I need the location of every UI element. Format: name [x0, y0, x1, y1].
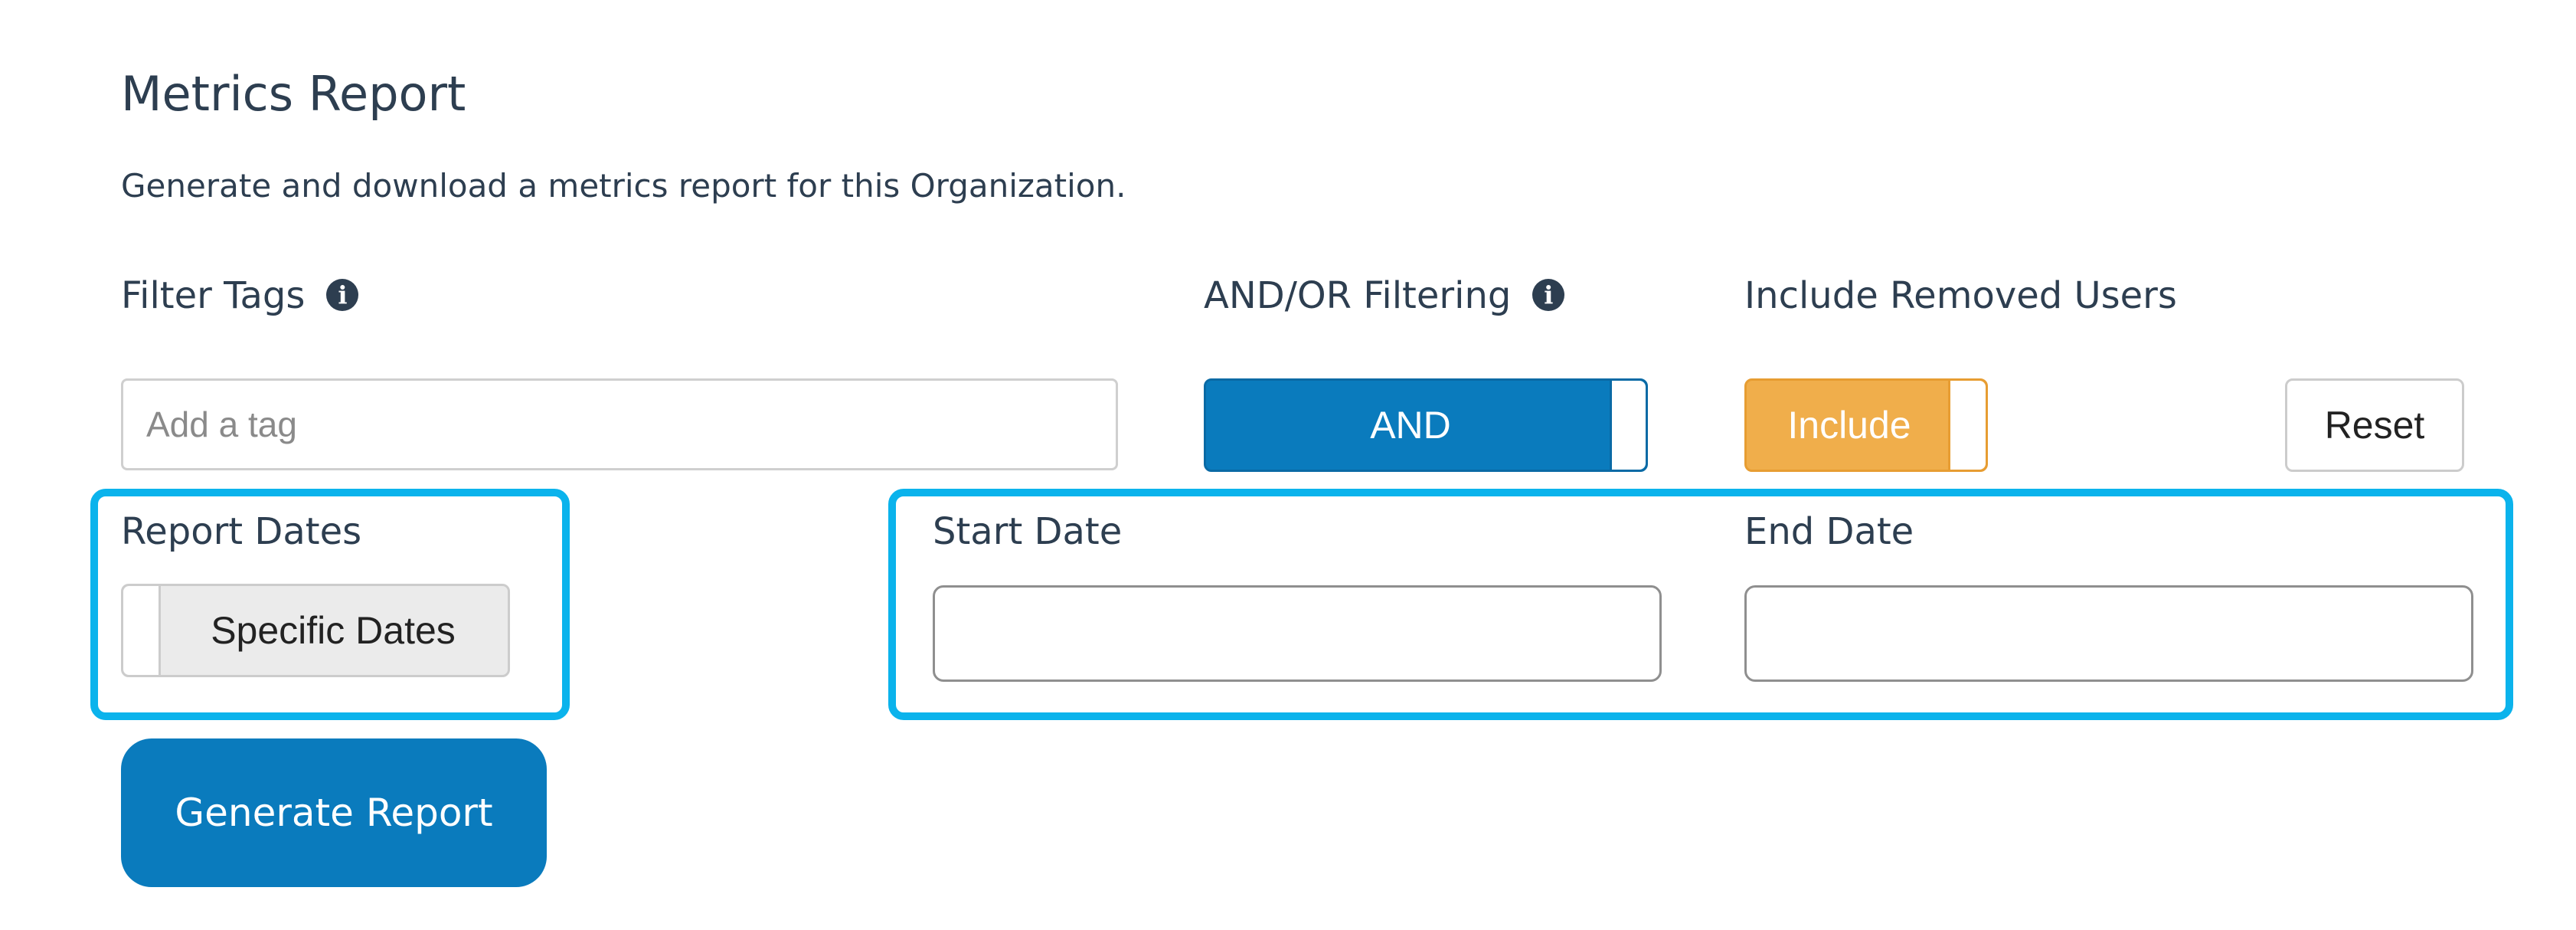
start-date-input[interactable]: [933, 585, 1662, 682]
info-circle-icon[interactable]: i: [1532, 279, 1565, 311]
start-date-label: Start Date: [933, 510, 1123, 553]
reset-button[interactable]: Reset: [2285, 378, 2464, 472]
report-dates-toggle-label: Specific Dates: [211, 609, 456, 652]
include-toggle-label: Include: [1787, 404, 1911, 447]
toggle-handle[interactable]: [123, 586, 161, 675]
toggle-handle[interactable]: [1948, 381, 1986, 470]
report-dates-toggle[interactable]: Specific Dates: [121, 584, 510, 677]
and-or-toggle-label: AND: [1370, 404, 1451, 447]
toggle-handle[interactable]: [1610, 381, 1646, 470]
include-removed-users-label: Include Removed Users: [1744, 274, 2177, 317]
and-or-filtering-label-text: AND/OR Filtering: [1204, 274, 1512, 317]
report-dates-label: Report Dates: [121, 510, 362, 553]
report-dates-highlight: [90, 489, 570, 720]
end-date-input[interactable]: [1744, 585, 2473, 682]
filter-tags-label: Filter Tags i: [121, 274, 359, 317]
and-or-filtering-label: AND/OR Filtering i: [1204, 274, 1565, 317]
generate-report-button[interactable]: Generate Report: [121, 738, 547, 887]
end-date-label: End Date: [1744, 510, 1914, 553]
page-title: Metrics Report: [121, 66, 466, 122]
filter-tags-label-text: Filter Tags: [121, 274, 306, 317]
info-circle-icon[interactable]: i: [326, 279, 359, 311]
tag-input[interactable]: [121, 378, 1118, 470]
date-range-highlight: [888, 489, 2513, 720]
page-subtitle: Generate and download a metrics report f…: [121, 167, 1126, 205]
include-removed-users-toggle[interactable]: Include: [1744, 378, 1988, 472]
and-or-toggle[interactable]: AND: [1204, 378, 1648, 472]
